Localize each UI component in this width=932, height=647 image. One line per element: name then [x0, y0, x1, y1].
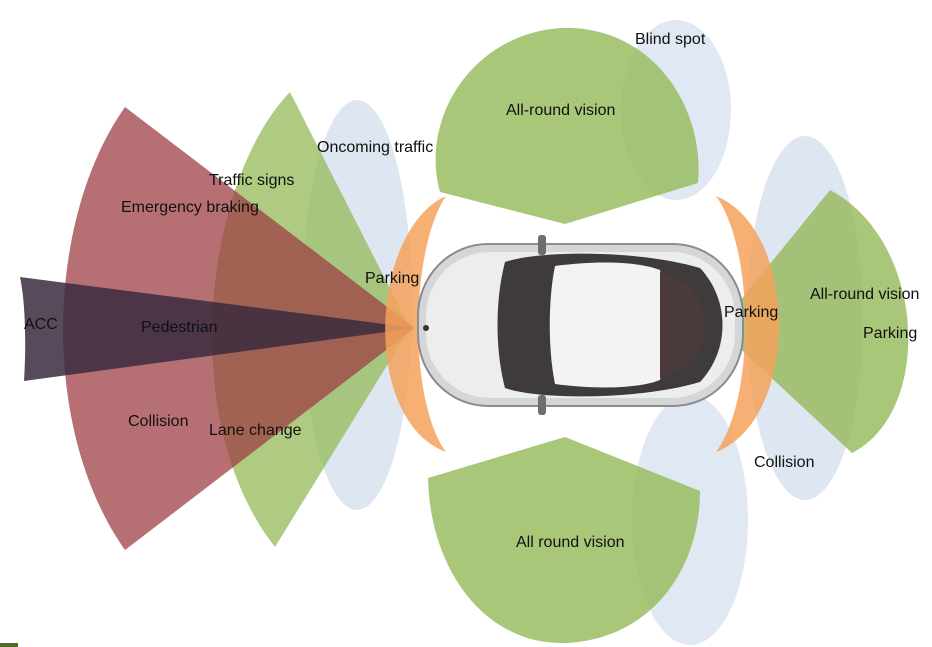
label-emergency-braking: Emergency braking — [121, 199, 259, 216]
label-acc: ACC — [24, 316, 58, 333]
corner-marker — [0, 643, 18, 647]
label-all-round-vision-top: All-round vision — [506, 102, 616, 119]
label-parking-right: Parking — [863, 325, 918, 342]
label-parking-front: Parking — [365, 270, 420, 287]
label-traffic-signs: Traffic signs — [209, 172, 295, 189]
all-round-vision-top-zone — [435, 27, 699, 225]
label-oncoming-traffic: Oncoming traffic — [317, 139, 434, 156]
label-blind-spot: Blind spot — [635, 31, 706, 48]
car-top-view-icon — [417, 235, 744, 415]
all-round-vision-bottom-zone — [428, 437, 700, 644]
label-all-round-vision-bottom: All round vision — [516, 534, 625, 551]
label-collision-rear: Collision — [754, 454, 815, 471]
label-all-round-vision-right: All-round vision — [810, 286, 920, 303]
label-collision-front: Collision — [128, 413, 189, 430]
parking-rear-zone — [716, 196, 779, 452]
label-parking-rear: Parking — [724, 304, 779, 321]
label-lane-change: Lane change — [209, 422, 302, 439]
parking-front-zone — [385, 196, 446, 452]
all-round-vision-right-zone — [718, 190, 909, 453]
acc-zone — [20, 277, 415, 381]
label-pedestrian: Pedestrian — [141, 319, 218, 336]
